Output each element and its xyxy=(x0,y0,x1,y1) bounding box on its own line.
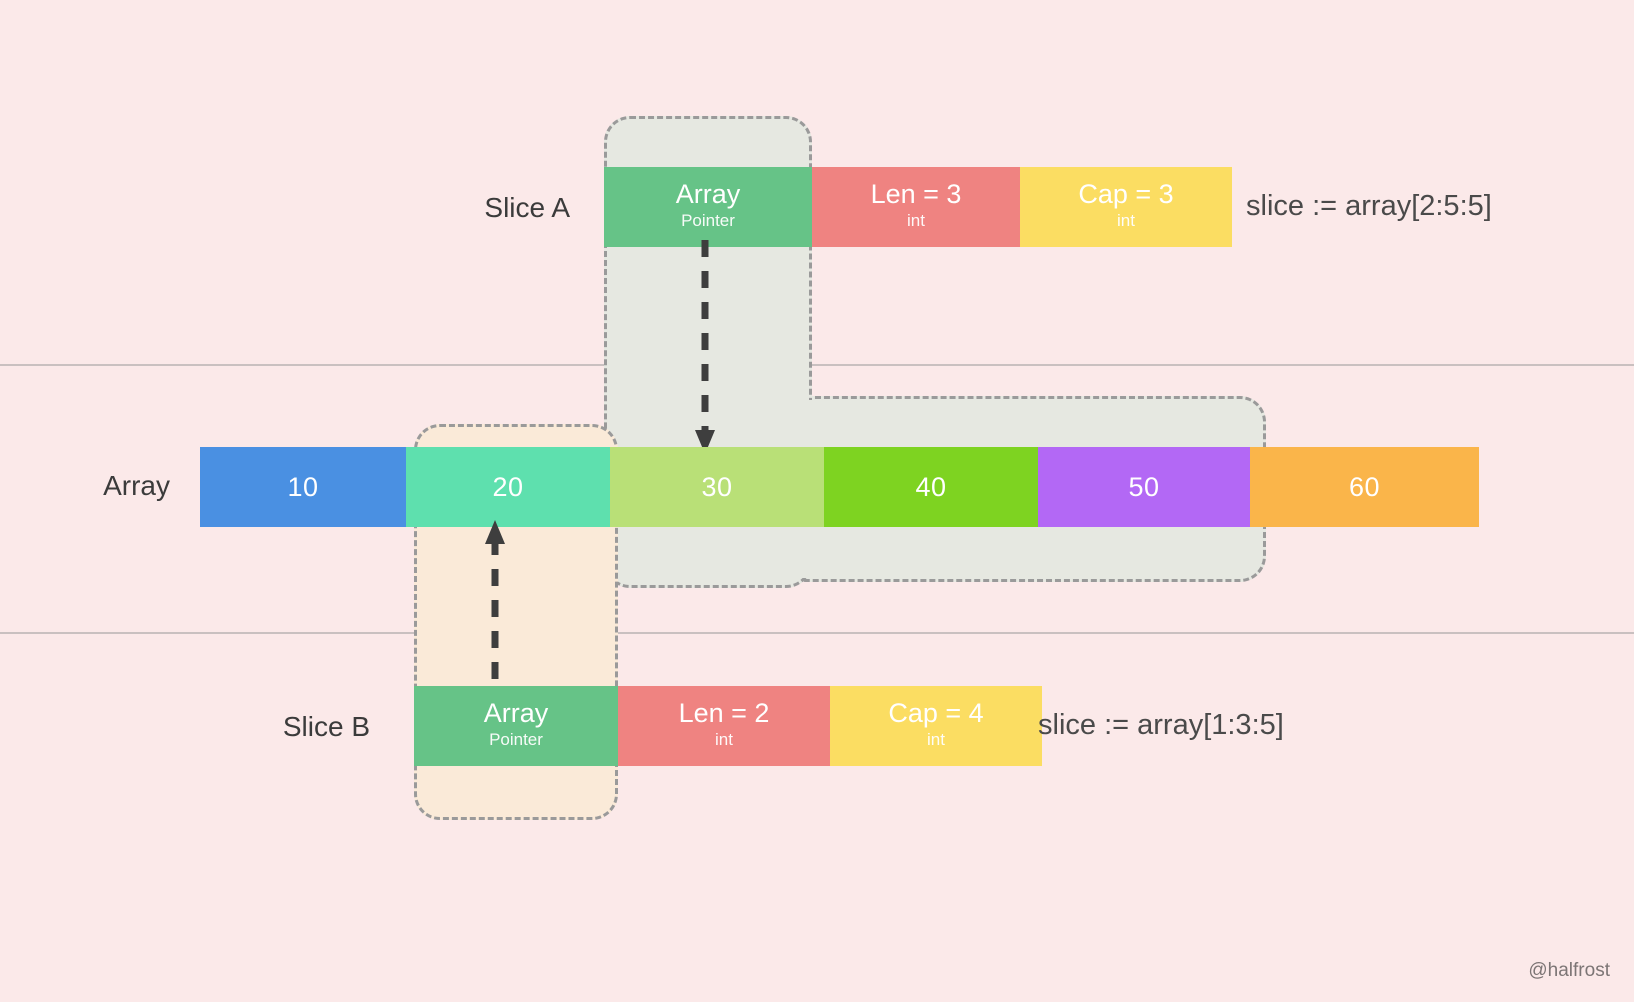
array-label: Array xyxy=(103,470,170,501)
array-cell-value: 10 xyxy=(287,471,319,502)
array-cell-value: 20 xyxy=(492,471,524,502)
watermark: @halfrost xyxy=(1528,960,1610,981)
slice-b-len-main: Len = 2 xyxy=(678,698,770,729)
array-cell[interactable]: 20 xyxy=(406,447,610,527)
slice-a-len-main: Len = 3 xyxy=(870,179,962,210)
array-cell-value: 30 xyxy=(701,471,733,502)
slice-a-pointer-sub: Pointer xyxy=(681,211,735,231)
slice-b-struct: Array Pointer Len = 2 int Cap = 4 int xyxy=(414,686,1042,766)
array-cell-value: 60 xyxy=(1348,471,1381,502)
array-cell-value: 40 xyxy=(915,471,947,502)
array-cell[interactable]: 60 xyxy=(1250,447,1479,527)
array-cell[interactable]: 40 xyxy=(824,447,1038,527)
slice-a-cap-sub: int xyxy=(1117,211,1135,231)
array-cell[interactable]: 50 xyxy=(1038,447,1250,527)
slice-b-field-len[interactable]: Len = 2 int xyxy=(618,686,830,766)
slice-a-cap-main: Cap = 3 xyxy=(1078,179,1174,210)
slice-a-field-len[interactable]: Len = 3 int xyxy=(812,167,1020,247)
slice-b-pointer-sub: Pointer xyxy=(489,730,543,750)
slice-a-pointer-main: Array xyxy=(675,179,741,210)
slice-a-len-sub: int xyxy=(907,211,925,231)
array-cell-value: 50 xyxy=(1128,471,1160,502)
band-divider-bottom xyxy=(0,632,1634,634)
band-divider-top xyxy=(0,364,1634,366)
slice-a-struct: Array Pointer Len = 3 int Cap = 3 int xyxy=(604,167,1232,247)
slice-b-field-cap[interactable]: Cap = 4 int xyxy=(830,686,1042,766)
slice-b-expression: slice := array[1:3:5] xyxy=(1038,709,1284,741)
array-cell[interactable]: 10 xyxy=(200,447,406,527)
array-cell[interactable]: 30 xyxy=(610,447,824,527)
slice-a-title: Slice A xyxy=(484,192,570,223)
slice-a-field-cap[interactable]: Cap = 3 int xyxy=(1020,167,1232,247)
slice-b-field-pointer[interactable]: Array Pointer xyxy=(414,686,618,766)
slice-b-len-sub: int xyxy=(715,730,733,750)
slice-b-pointer-main: Array xyxy=(483,698,549,729)
array-row: 10 20 30 40 50 60 xyxy=(200,447,1479,527)
slice-b-cap-main: Cap = 4 xyxy=(888,698,984,729)
slice-b-cap-sub: int xyxy=(927,730,945,750)
slice-b-title: Slice B xyxy=(282,711,370,742)
slice-b-pointer-arrow xyxy=(485,520,505,710)
slice-a-field-pointer[interactable]: Array Pointer xyxy=(604,167,812,247)
slice-a-pointer-arrow xyxy=(695,240,715,454)
slice-a-expression: slice := array[2:5:5] xyxy=(1246,190,1492,222)
